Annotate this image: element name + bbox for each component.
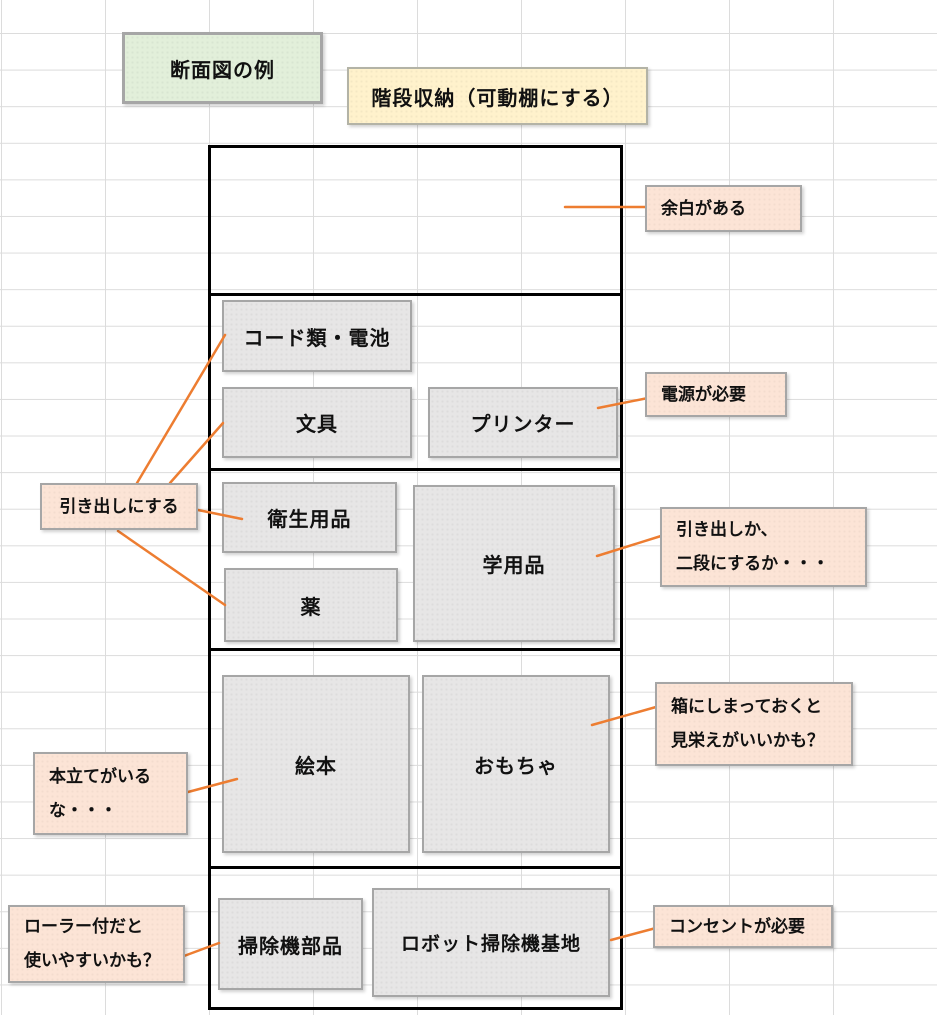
note-outlet-needed[interactable]: コンセントが必要 <box>653 905 833 948</box>
note-drawer-or-two-tier[interactable]: 引き出しか、 二段にするか・・・ <box>660 507 867 587</box>
item-label: プリンター <box>470 414 576 436</box>
item-school-supplies[interactable]: 学用品 <box>413 485 615 642</box>
note-rollers-easier[interactable]: ローラー付だと 使いやすいかも？ <box>8 905 185 983</box>
main-title-label: 階段収納（可動棚にする） <box>371 87 624 110</box>
item-printer[interactable]: プリンター <box>428 387 618 458</box>
item-medicine[interactable]: 薬 <box>224 568 398 642</box>
item-hygiene-supplies[interactable]: 衛生用品 <box>222 482 397 553</box>
section-title-label: 断面図の例 <box>170 59 275 82</box>
note-store-in-boxes[interactable]: 箱にしまっておくと 見栄えがいいかも？ <box>655 682 853 766</box>
shelf-divider-3 <box>208 648 623 651</box>
item-label: ロボット掃除機基地 <box>400 934 581 955</box>
item-cords-batteries[interactable]: コード類・電池 <box>222 300 412 372</box>
item-robot-vacuum-base[interactable]: ロボット掃除機基地 <box>372 888 610 997</box>
note-make-drawers[interactable]: 引き出しにする <box>40 483 198 530</box>
note-text: 本立てがいる な・・・ <box>49 766 151 820</box>
item-label: 文具 <box>296 414 338 436</box>
shelf-divider-2 <box>208 468 623 471</box>
item-label: 絵本 <box>295 755 337 778</box>
note-text: 引き出しか、 二段にするか・・・ <box>676 520 830 573</box>
item-stationery[interactable]: 文具 <box>222 387 412 458</box>
item-label: 掃除機部品 <box>238 935 343 958</box>
item-toys[interactable]: おもちゃ <box>422 675 610 853</box>
note-text: 電源が必要 <box>661 384 746 404</box>
item-label: おもちゃ <box>474 755 558 778</box>
item-label: 薬 <box>300 596 322 619</box>
note-text: 引き出しにする <box>59 496 179 516</box>
note-empty-space[interactable]: 余白がある <box>645 185 802 232</box>
shelf-divider-4 <box>208 866 623 869</box>
note-text: コンセントが必要 <box>669 916 805 936</box>
note-need-bookstand[interactable]: 本立てがいる な・・・ <box>33 752 188 835</box>
item-label: 衛生用品 <box>267 509 352 531</box>
note-text: 箱にしまっておくと 見栄えがいいかも？ <box>671 697 824 750</box>
item-picture-books[interactable]: 絵本 <box>222 675 410 853</box>
note-power-needed[interactable]: 電源が必要 <box>645 372 787 417</box>
item-label: コード類・電池 <box>243 327 391 350</box>
main-title-box[interactable]: 階段収納（可動棚にする） <box>347 67 648 125</box>
item-vacuum-parts[interactable]: 掃除機部品 <box>218 898 363 990</box>
shelf-divider-1 <box>208 293 623 296</box>
note-text: 余白がある <box>661 198 746 218</box>
note-text: ローラー付だと 使いやすいかも？ <box>24 917 160 970</box>
item-label: 学用品 <box>482 555 546 577</box>
section-title-box[interactable]: 断面図の例 <box>122 32 323 104</box>
